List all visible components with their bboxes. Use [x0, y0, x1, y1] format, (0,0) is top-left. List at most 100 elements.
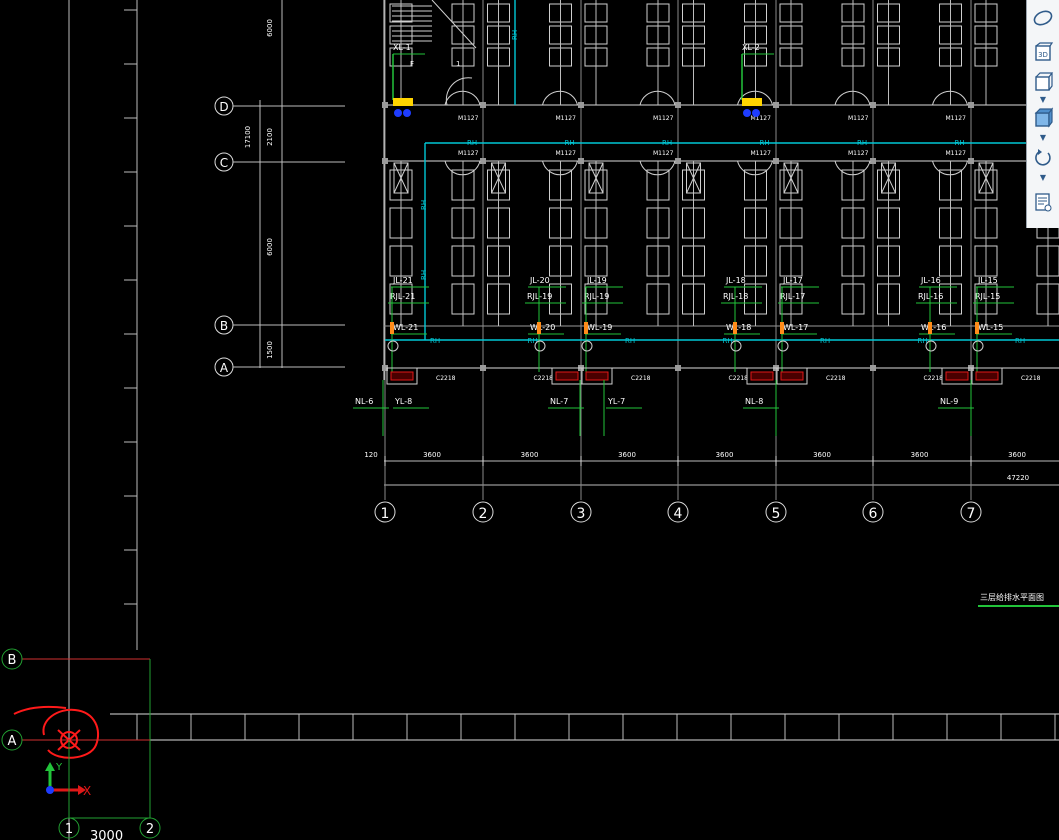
column — [382, 158, 388, 164]
axis-number-1: 1 — [381, 506, 390, 522]
door-arc — [932, 160, 968, 176]
column — [480, 102, 486, 108]
door-label: M1127 — [848, 115, 869, 122]
door-arc — [444, 160, 481, 176]
origin-markup — [13, 705, 100, 759]
horizontal-dimension: 3600 — [716, 451, 734, 459]
riser-label: JL-21 — [392, 276, 413, 285]
riser-label: RJL-19 — [584, 292, 609, 301]
orbit-icon[interactable] — [1030, 6, 1056, 30]
horizontal-dimension: 3600 — [423, 451, 441, 459]
rotate-icon[interactable] — [1030, 146, 1056, 170]
column — [675, 102, 681, 108]
riser-label: NL-9 — [940, 397, 958, 406]
horizontal-dimension: 3600 — [1008, 451, 1026, 459]
axis-bubble-2 — [472, 501, 494, 523]
shaded-box-icon[interactable] — [1030, 106, 1056, 130]
floor-drain — [534, 340, 546, 352]
origin-spacing: 3000 — [90, 829, 123, 840]
window-label: C2218 — [436, 375, 456, 382]
riser-pipe — [584, 322, 588, 334]
window-box — [588, 162, 604, 194]
axis-number-2: 2 — [479, 506, 488, 522]
door-label: M1127 — [556, 115, 577, 122]
origin-axis-b: B — [1, 648, 23, 670]
pump-wheel — [752, 109, 760, 117]
column — [578, 158, 584, 164]
ucs-y-label: Y — [55, 762, 63, 773]
column — [870, 365, 876, 371]
window-box — [978, 162, 994, 194]
door-arc — [834, 90, 871, 106]
window-label: C2218 — [826, 375, 846, 382]
view-dropdown-arrow[interactable]: ▼ — [1039, 95, 1047, 104]
door-label: M1127 — [653, 115, 674, 122]
column — [675, 158, 681, 164]
door-label: M1127 — [653, 150, 674, 157]
pipe-label: RH — [820, 337, 830, 345]
window-box — [393, 162, 409, 194]
pipe-label: RH — [1015, 337, 1025, 345]
door-label: M1127 — [458, 150, 479, 157]
floor-drain — [730, 340, 742, 352]
horizontal-dimension: 3600 — [911, 451, 929, 459]
style-dropdown-arrow[interactable]: ▼ — [1039, 133, 1047, 142]
horizontal-dimension: 120 — [364, 451, 377, 459]
door-label: M1127 — [946, 115, 967, 122]
riser-label: XL-2 — [742, 43, 760, 52]
properties-icon[interactable] — [1030, 190, 1056, 214]
window-box — [783, 162, 799, 194]
riser-pipe — [390, 322, 394, 334]
door-arc — [639, 160, 676, 176]
door-label: M1127 — [946, 150, 967, 157]
riser-label: RJL-21 — [390, 292, 415, 301]
floor-drain — [925, 340, 937, 352]
window-label: C2218 — [924, 375, 944, 382]
column — [968, 158, 974, 164]
pump-wheel — [743, 109, 751, 117]
riser-label: JL-20 — [529, 276, 550, 285]
riser-pipe — [733, 322, 737, 334]
pump-wheel — [403, 109, 411, 117]
axis-label-c: C — [220, 156, 228, 170]
door-arc — [445, 77, 473, 106]
axis-bubble-6 — [862, 501, 884, 523]
horizontal-dimension: 3600 — [813, 451, 831, 459]
axis-bubble-7 — [960, 501, 982, 523]
riser-label: RJL-16 — [918, 292, 943, 301]
horizontal-dimension: 3600 — [618, 451, 636, 459]
riser-pipe — [975, 322, 979, 334]
pump — [742, 98, 762, 106]
pump-wheel — [394, 109, 402, 117]
stair-mark: 1 — [456, 60, 460, 68]
column — [382, 365, 388, 371]
column — [480, 365, 486, 371]
stair-line — [431, 0, 477, 49]
box-view-icon[interactable] — [1030, 70, 1056, 94]
door-arc — [737, 90, 773, 106]
column — [480, 158, 486, 164]
axis-bubble-3 — [570, 501, 592, 523]
svg-text:1: 1 — [65, 822, 73, 837]
riser-label: JL-17 — [782, 276, 803, 285]
ucs-icon: X Y — [45, 762, 91, 798]
column — [675, 365, 681, 371]
rotate-dropdown-arrow[interactable]: ▼ — [1039, 173, 1047, 182]
3d-view-icon[interactable]: 3D — [1030, 40, 1056, 64]
window-box — [686, 162, 701, 194]
equipment — [390, 371, 414, 381]
axis-bubble-5 — [765, 501, 787, 523]
riser-pipe — [780, 322, 784, 334]
plan-title: 三层给排水平面图 — [980, 592, 1044, 602]
origin-axis-a: A — [1, 729, 23, 751]
equipment — [945, 371, 969, 381]
riser-label: RJL-17 — [780, 292, 805, 301]
column — [870, 102, 876, 108]
window-label: C2218 — [729, 375, 749, 382]
door-label: M1127 — [556, 150, 577, 157]
door-arc — [542, 90, 578, 106]
riser-label: JL-18 — [725, 276, 746, 285]
window-label: C2218 — [534, 375, 554, 382]
riser-label: XL-1 — [393, 43, 411, 52]
